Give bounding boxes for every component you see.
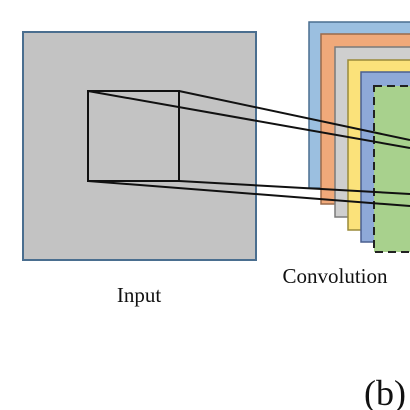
feature-map-green [373, 85, 410, 253]
input-label: Input [117, 283, 161, 307]
convolution-label: Convolution [282, 264, 388, 288]
feature-map-stack [308, 21, 410, 253]
receptive-field-box [87, 90, 180, 182]
projection-line [178, 90, 410, 141]
projection-line [178, 180, 410, 195]
input-square [22, 31, 257, 261]
projection-line [87, 180, 410, 207]
projection-line [87, 90, 410, 149]
panel-label: (b) [364, 373, 406, 410]
projection-lines [87, 90, 410, 207]
